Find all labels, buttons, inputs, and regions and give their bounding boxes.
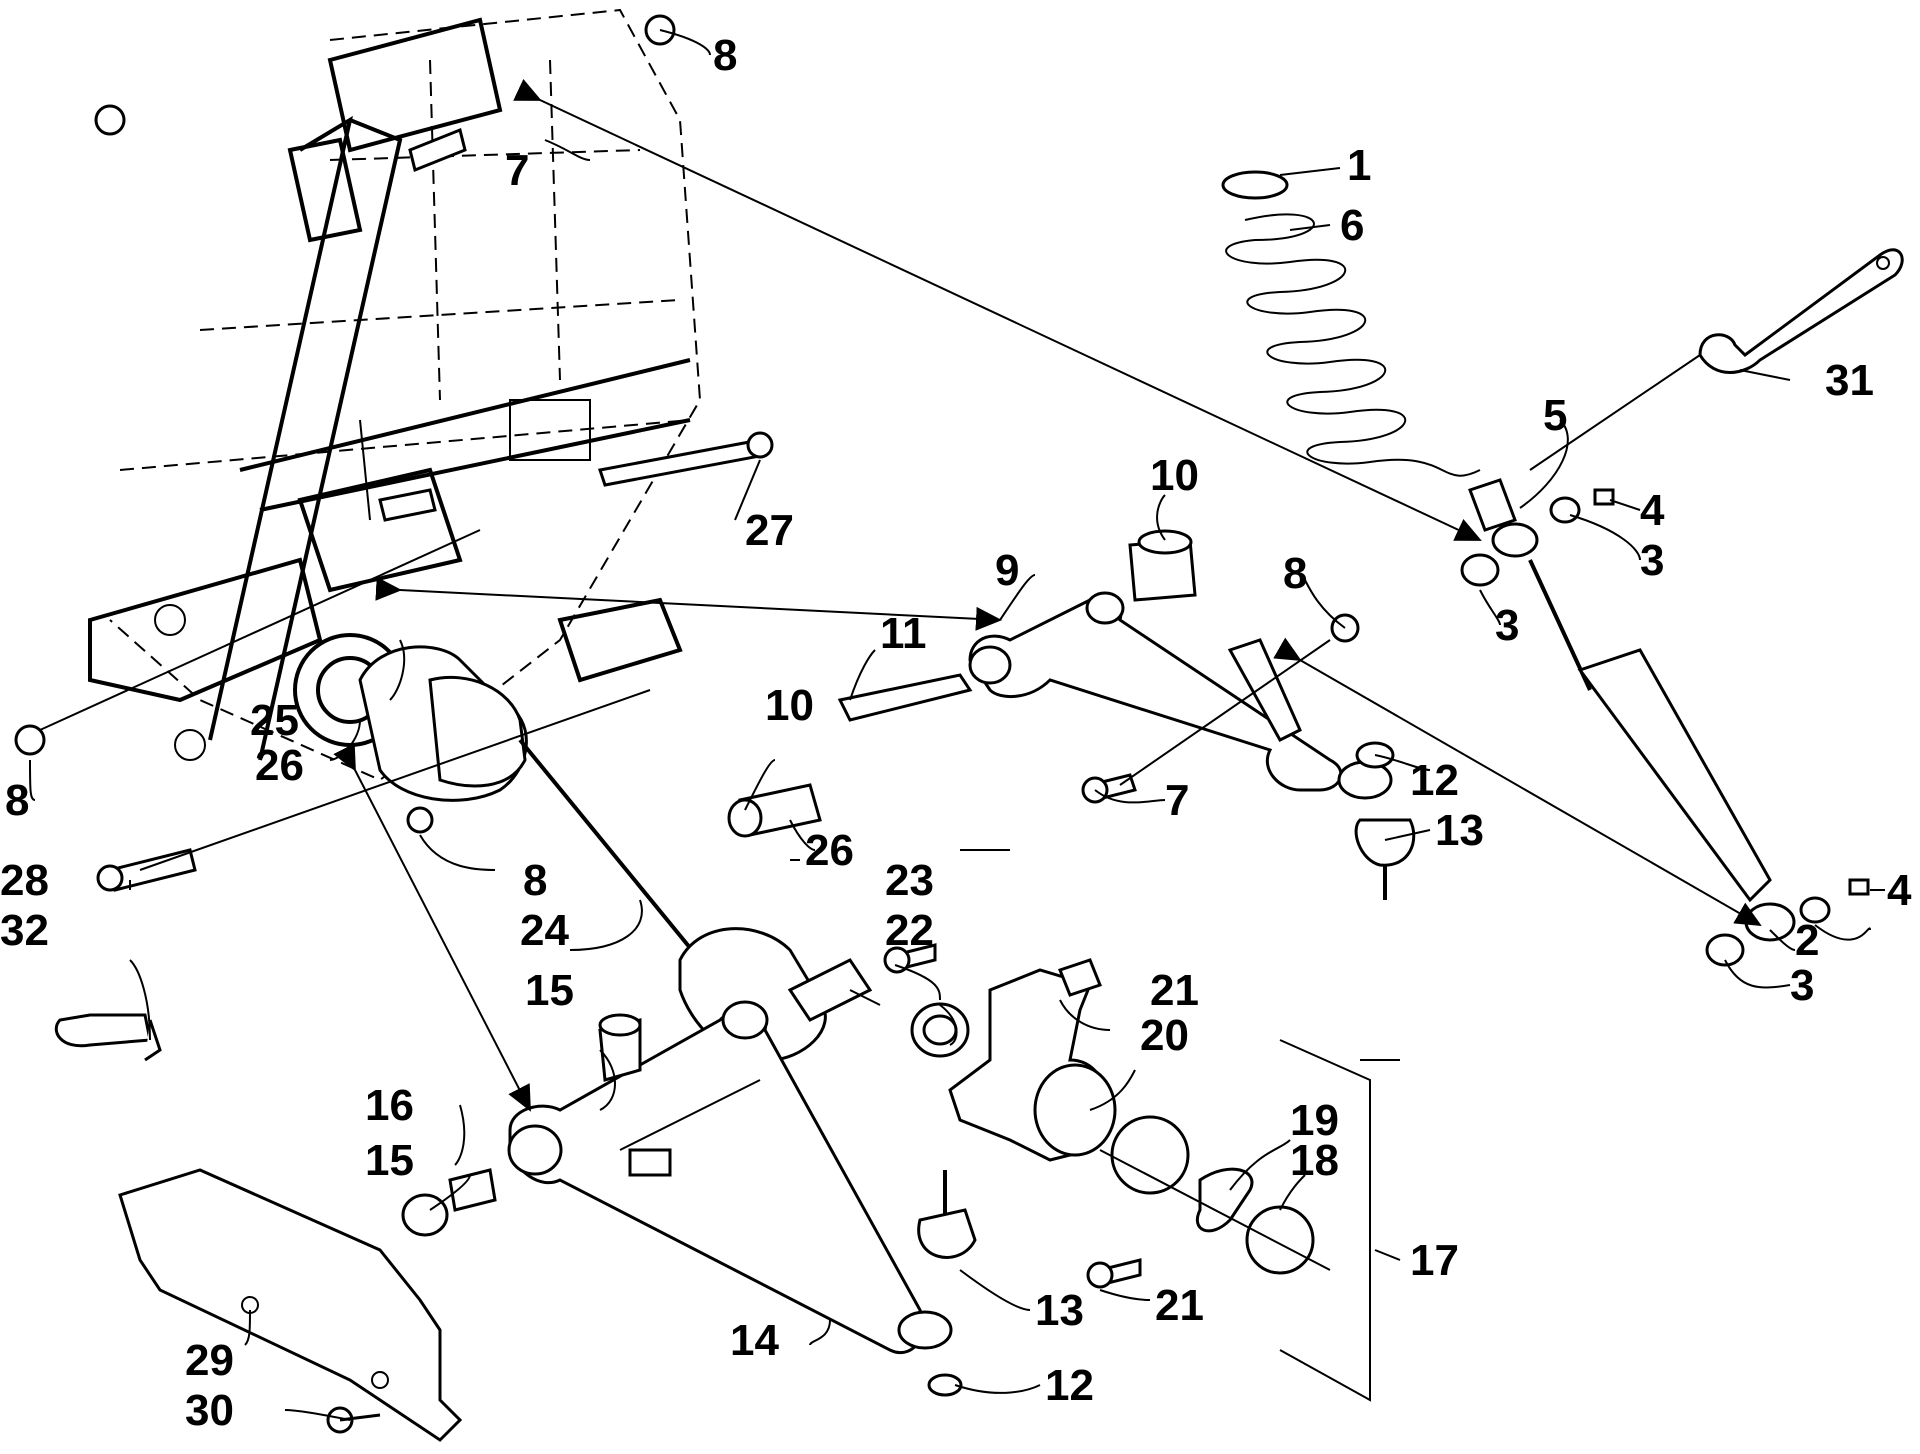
hub-bearing-group <box>1099 1039 1371 1402</box>
callout-7a: 7 <box>505 146 529 195</box>
callout-3c: 3 <box>1790 961 1814 1010</box>
callout-2: 2 <box>1795 916 1819 965</box>
callout-leaders <box>29 29 1885 1421</box>
callout-13b: 13 <box>1035 1286 1084 1335</box>
callout-31: 31 <box>1825 356 1874 405</box>
callout-3a: 3 <box>1640 536 1664 585</box>
callout-17: 17 <box>1410 1236 1459 1285</box>
callout-13a: 13 <box>1435 806 1484 855</box>
callout-7b: 7 <box>1165 776 1189 825</box>
spanner-wrench <box>1698 248 1904 374</box>
callout-4a: 4 <box>1640 486 1665 535</box>
callout-8c: 8 <box>5 776 29 825</box>
callout-1: 1 <box>1347 141 1371 190</box>
callout-28: 28 <box>0 856 49 905</box>
callout-15a: 15 <box>525 966 574 1015</box>
callout-32: 32 <box>0 906 49 955</box>
callout-14: 14 <box>730 1316 779 1365</box>
callout-3b: 3 <box>1495 601 1519 650</box>
callout-20: 20 <box>1140 1011 1189 1060</box>
callout-8a: 8 <box>713 31 737 80</box>
callout-19: 19 <box>1290 1096 1339 1145</box>
loose-hardware <box>14 14 1360 1434</box>
callout-numbers: 1 2 3 3 3 4 4 5 6 7 7 8 8 8 8 9 10 10 11… <box>0 31 1912 1435</box>
callout-24: 24 <box>520 906 569 955</box>
callout-12a: 12 <box>1410 756 1459 805</box>
lower-a-arm <box>401 1000 953 1355</box>
callout-26b: 26 <box>805 826 854 875</box>
alignment-arrows <box>39 78 1762 1112</box>
callout-5: 5 <box>1543 391 1567 440</box>
callout-9: 9 <box>995 546 1019 595</box>
shock-absorber <box>1460 478 1870 967</box>
callout-29: 29 <box>185 1336 234 1385</box>
callout-10a: 10 <box>1150 451 1199 500</box>
callout-11: 11 <box>880 609 927 658</box>
callout-23: 23 <box>885 856 934 905</box>
callout-25: 25 <box>250 696 299 745</box>
callout-12b: 12 <box>1045 1361 1094 1410</box>
callout-30: 30 <box>185 1386 234 1435</box>
callout-26a: 26 <box>255 741 304 790</box>
steering-knuckle <box>910 958 1117 1162</box>
callout-6: 6 <box>1340 201 1364 250</box>
callout-27: 27 <box>745 506 794 555</box>
callout-8b: 8 <box>1283 549 1307 598</box>
callout-10b: 10 <box>765 681 814 730</box>
callout-15b: 15 <box>365 1136 414 1185</box>
callout-4b: 4 <box>1887 866 1912 915</box>
callout-16: 16 <box>365 1081 414 1130</box>
callout-8d: 8 <box>523 856 547 905</box>
callout-21a: 21 <box>1150 966 1199 1015</box>
callout-18: 18 <box>1290 1136 1339 1185</box>
callout-21b: 21 <box>1155 1281 1204 1330</box>
callout-22: 22 <box>885 906 934 955</box>
